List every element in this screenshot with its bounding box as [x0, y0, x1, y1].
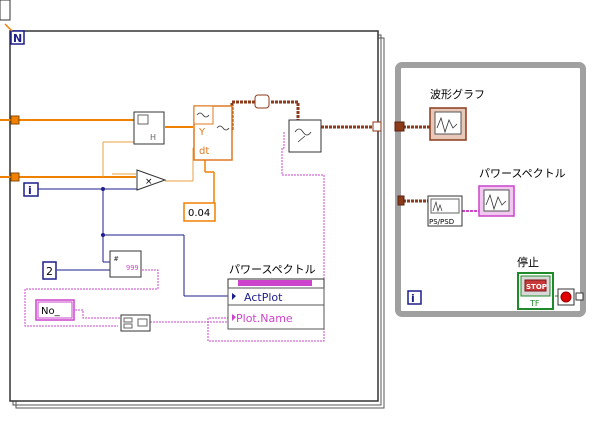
- build-array-node[interactable]: H: [133, 111, 165, 145]
- property-plot-name: Plot.Name: [236, 312, 293, 325]
- count-wire: [4, 23, 13, 32]
- name-prefix-value: No_: [41, 306, 61, 317]
- ps-psd-label: PS/PSD: [429, 218, 454, 226]
- number-two-constant[interactable]: 2: [42, 261, 57, 280]
- svg-text:×: ×: [145, 177, 153, 187]
- build-waveform-node[interactable]: Y dt: [193, 105, 233, 161]
- stop-button-text: STOP: [526, 283, 547, 291]
- while-iteration-label: i: [411, 292, 415, 305]
- tunnel-out-for: [372, 121, 382, 132]
- stop-label: 停止: [517, 255, 539, 269]
- number-to-string-node[interactable]: # 999: [109, 250, 142, 278]
- while-iteration-terminal[interactable]: i: [407, 290, 422, 305]
- svg-text:#: #: [114, 255, 119, 263]
- svg-text:999: 999: [126, 264, 139, 272]
- wire-pink-loop: [207, 132, 325, 342]
- number-two-value: 2: [46, 265, 53, 278]
- tunnel-in-while: [394, 121, 405, 132]
- property-actplot: ActPlot: [244, 291, 283, 304]
- stop-button-terminal[interactable]: 停止 STOP TF: [517, 255, 554, 310]
- iteration-terminal[interactable]: i: [23, 182, 39, 197]
- svg-text:H: H: [150, 133, 156, 142]
- power-spectrum-indicator[interactable]: パワースペクトル: [478, 167, 566, 217]
- waveform-subvi[interactable]: [288, 119, 322, 153]
- stop-tf-label: TF: [529, 299, 540, 308]
- ps-psd-node[interactable]: PS/PSD: [427, 195, 463, 227]
- outer-frame-edge: [0, 0, 11, 21]
- property-node-title: パワースペクトル: [229, 263, 316, 276]
- power-spectrum-label: パワースペクトル: [479, 167, 566, 180]
- wire-junction-node: [254, 94, 270, 109]
- loop-condition-terminal[interactable]: [557, 288, 575, 306]
- waveform-graph-indicator[interactable]: 波形グラフ: [429, 87, 485, 141]
- multiply-node[interactable]: ×: [136, 169, 167, 191]
- loop-count-label: N: [13, 32, 22, 45]
- tunnel-orange-top: [10, 115, 20, 125]
- loop-count-terminal[interactable]: N: [10, 30, 25, 45]
- waveform-graph-label: 波形グラフ: [430, 87, 485, 101]
- iteration-label: i: [28, 184, 32, 197]
- dt-constant[interactable]: 0.04: [183, 202, 216, 222]
- dt-constant-value: 0.04: [188, 208, 210, 219]
- name-prefix-constant[interactable]: No_: [35, 299, 75, 321]
- concatenate-node[interactable]: [120, 314, 151, 332]
- wire-waveform-right: [271, 100, 300, 122]
- property-node[interactable]: パワースペクトル ActPlot Plot.Name: [227, 263, 325, 330]
- waveform-dt-label: dt: [199, 146, 209, 157]
- waveform-y-label: Y: [198, 127, 206, 138]
- tunnel-orange-bottom: [10, 172, 20, 182]
